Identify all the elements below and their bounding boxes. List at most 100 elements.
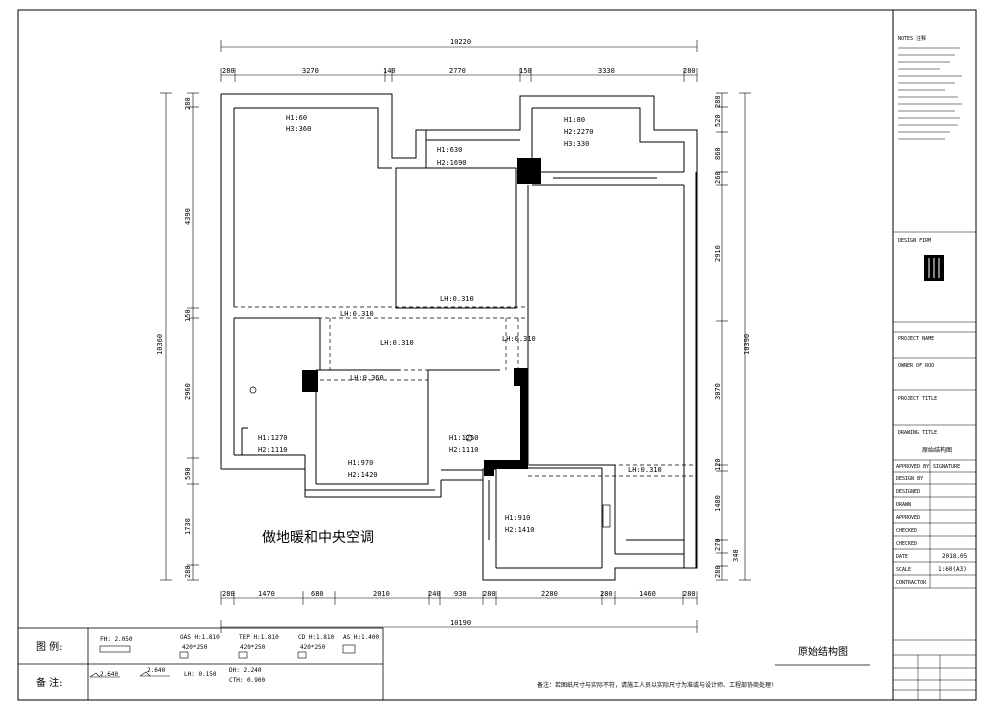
top-dim-4: 2770: [449, 67, 466, 75]
room-7-h2: H2:1410: [505, 526, 535, 534]
beam-dashed-lines: [234, 168, 697, 477]
legend-symbols: [99, 644, 356, 659]
tb-row-label-2: DESIGN BY: [896, 476, 923, 482]
tb-row-label-7: CHECKED: [896, 541, 917, 547]
tb-notes-lines: [898, 47, 962, 140]
bottom-dimension-lines: [220, 591, 698, 633]
tb-drawing-title-value: 原始结构图: [922, 446, 952, 454]
note-item-5: CTH: 0.900: [229, 677, 266, 684]
firm-logo-stripes: [928, 258, 940, 278]
column: [484, 460, 528, 469]
bottom-dim-6: 930: [454, 590, 467, 598]
bottom-dim-10: 1460: [639, 590, 656, 598]
tb-row-label-4: DRAWN: [896, 502, 911, 508]
notes-label: 备 注:: [36, 676, 63, 689]
tb-owner: OWNER OF ROO: [898, 363, 934, 369]
tb-row-label-3: DESIGNED: [896, 489, 920, 495]
tb-row-label-10: CONTRACTOR: [896, 580, 927, 586]
column: [484, 460, 494, 476]
left-dim-5: 590: [184, 467, 192, 480]
tb-project-title: PROJECT TITLE: [898, 396, 937, 402]
tb-design-firm: DESIGN FIRM: [898, 238, 931, 244]
beam-label-6: LH:0.310: [628, 466, 662, 474]
note-item-4: DH: 2.240: [229, 667, 262, 674]
right-dim-9: 270: [714, 538, 722, 551]
beam-label-4: LH:0.310: [502, 335, 536, 343]
floor-heating-note: 做地暖和中央空调: [262, 530, 374, 546]
room-5-h1: H1:970: [348, 459, 373, 467]
walls: [220, 93, 698, 581]
note-item-2: 2.640: [147, 667, 165, 674]
drain-icon: [465, 434, 473, 442]
room-7-h1: H1:910: [505, 514, 530, 522]
room-6-h1: H1:1250: [449, 434, 479, 442]
column: [302, 370, 318, 392]
fixture-icon: [602, 504, 611, 528]
room-3-h3: H3:330: [564, 140, 589, 148]
note-item-1: 2.640: [100, 671, 118, 678]
room-6-h2: H2:1110: [449, 446, 479, 454]
right-dim-10: 340: [732, 549, 740, 562]
column: [514, 368, 528, 386]
bottom-total-dim: 10190: [450, 619, 471, 627]
beam-label-2: LH:0.310: [340, 310, 374, 318]
left-dim-7: 280: [184, 565, 192, 578]
tb-row-label-8: DATE: [896, 554, 908, 560]
tb-row-label-1: APPROVED BY: [896, 464, 929, 470]
bottom-dim-5: 240: [428, 590, 441, 598]
left-dim-1: 280: [184, 97, 192, 110]
right-dim-11: 280: [714, 565, 722, 578]
bottom-dim-8: 2280: [541, 590, 558, 598]
room-2-h1: H1:630: [437, 146, 462, 154]
top-dim-6: 3330: [598, 67, 615, 75]
top-dim-2: 3270: [302, 67, 319, 75]
tb-project-name: PROJECT NAME: [898, 336, 934, 342]
top-dimension-lines: [220, 40, 698, 82]
top-total-dim: 10220: [450, 38, 471, 46]
beam-label-3: LH:0.310: [380, 339, 414, 347]
tb-row-label-6: CHECKED: [896, 528, 917, 534]
room-3-h1: H1:80: [564, 116, 585, 124]
note-symbols: [89, 671, 170, 678]
tb-row-label-9: SCALE: [896, 567, 911, 573]
legend-item-5: 420*250: [240, 644, 266, 651]
right-dim-7: 120: [714, 458, 722, 471]
room-4-h1: H1:1270: [258, 434, 288, 442]
right-dim-6: 3070: [714, 383, 722, 400]
room-3-h2: H2:2270: [564, 128, 594, 136]
title-block-grid: [893, 231, 976, 700]
legend-item-4: TEP H:1.810: [239, 634, 279, 641]
drawing-caption: 原始结构图: [798, 645, 848, 658]
legend-item-6: CD H:1.810: [298, 634, 335, 641]
left-dimension-lines: [160, 92, 199, 581]
room-1-h2: H3:360: [286, 125, 311, 133]
top-dim-7: 280: [683, 67, 696, 75]
tb-date: 2018.05: [942, 553, 968, 560]
beam-label-1: LH:0.310: [440, 295, 474, 303]
tb-row-label-5: APPROVED: [896, 515, 920, 521]
legend-table: [17, 627, 384, 701]
beam-label-5: LH:0.360: [350, 374, 384, 382]
tb-drawing-title: DRAWING TITLE: [898, 430, 937, 436]
legend-item-7: 420*250: [300, 644, 326, 651]
legend-item-3: 420*250: [182, 644, 208, 651]
bottom-dim-4: 2010: [373, 590, 390, 598]
right-dimension-lines: [716, 92, 751, 581]
drain-icon: [249, 386, 257, 394]
column: [517, 158, 541, 184]
left-dim-6: 1730: [184, 518, 192, 535]
right-dim-3: 860: [714, 147, 722, 160]
tb-notes-title: NOTES 注释: [898, 35, 926, 42]
bottom-dim-9: 280: [600, 590, 613, 598]
column: [520, 386, 528, 468]
right-dim-1: 280: [714, 95, 722, 108]
bottom-dim-11: 280: [683, 590, 696, 598]
tb-scale: 1:60(A3): [938, 566, 967, 573]
room-5-h2: H2:1420: [348, 471, 378, 479]
note-item-3: LH: 0.150: [184, 671, 217, 678]
left-dim-4: 2960: [184, 383, 192, 400]
top-dim-1: 280: [222, 67, 235, 75]
legend-item-1: FH: 2.050: [100, 636, 133, 643]
right-total-dim: 10390: [743, 334, 751, 355]
